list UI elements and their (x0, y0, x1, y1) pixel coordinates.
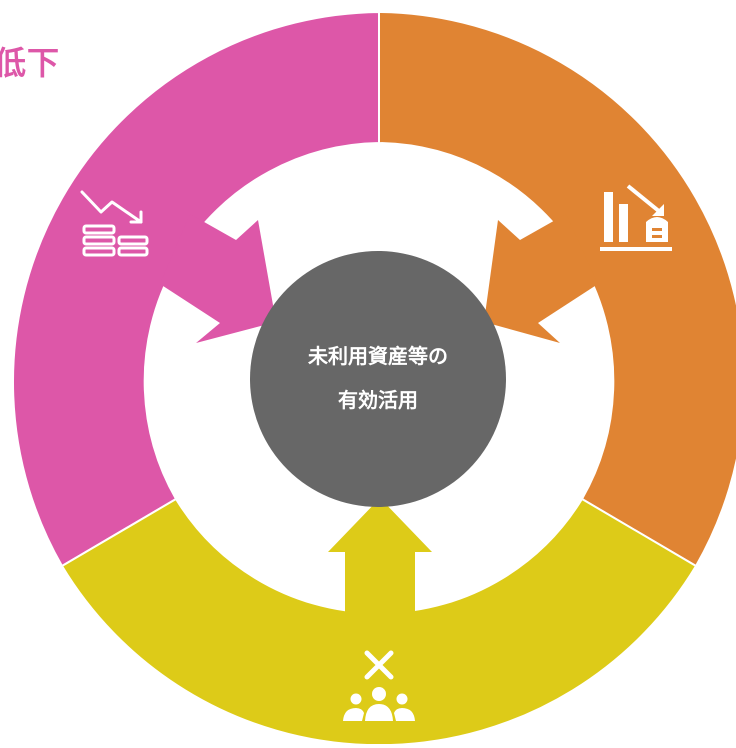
people-cross-icon (343, 650, 415, 721)
center-title: 未利用資産等の 有効活用 (250, 334, 506, 422)
orange-segment (378, 10, 736, 568)
pink-arrow (160, 214, 276, 343)
corner-label-low: 低下 (0, 44, 61, 82)
declining-bar-chart-icon (600, 184, 672, 251)
center-title-line-1: 未利用資産等の (308, 344, 448, 368)
yellow-arrow (328, 498, 432, 650)
orange-arrow (484, 214, 598, 343)
falling-coins-icon (80, 190, 149, 257)
center-circle (250, 251, 506, 507)
center-title-line-2: 有効活用 (338, 388, 418, 412)
pink-segment (12, 10, 380, 568)
